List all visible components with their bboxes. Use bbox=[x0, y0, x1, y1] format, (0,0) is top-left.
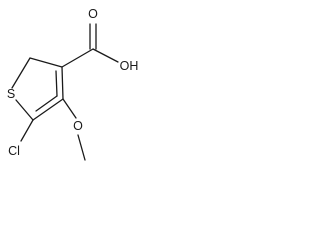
chemical-structure-svg: S OH O O Cl bbox=[7, 7, 139, 161]
bond-c3-c4-double bbox=[55, 70, 58, 97]
bond-c4-c5 bbox=[32, 98, 64, 121]
bond-c5-s bbox=[15, 99, 34, 121]
bond-c3-ccooh bbox=[61, 48, 94, 68]
atom-label-chlorine: Cl bbox=[8, 144, 20, 158]
bond-c3-c4 bbox=[61, 66, 64, 100]
bond-o-ch3 bbox=[77, 134, 86, 161]
atom-label-carbonyl-oxygen: O bbox=[88, 7, 98, 21]
bond-c4-c5-double bbox=[35, 95, 58, 112]
bond-c-oh bbox=[92, 48, 119, 63]
atom-label-sulfur: S bbox=[7, 87, 15, 101]
bond-c2-c3 bbox=[29, 57, 63, 68]
atom-label-hydroxyl: OH bbox=[120, 59, 139, 73]
bond-s-c2 bbox=[11, 57, 31, 89]
atom-label-methoxy-oxygen: O bbox=[73, 119, 83, 133]
chemical-structure-figure: S OH O O Cl bbox=[0, 0, 161, 163]
bond-c5-cl bbox=[20, 119, 34, 142]
bond-c4-o bbox=[62, 98, 77, 119]
